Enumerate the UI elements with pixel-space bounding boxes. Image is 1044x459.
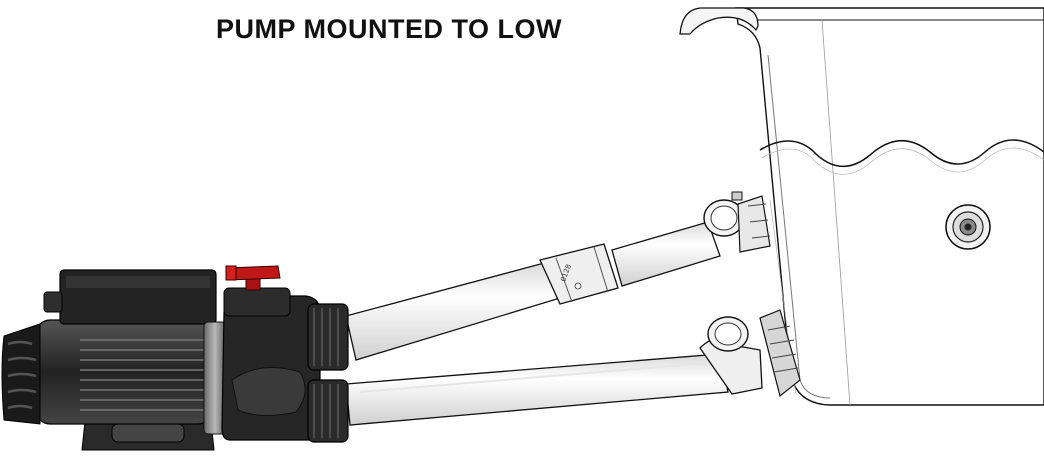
valve-knob	[225, 265, 281, 291]
pump	[1, 265, 349, 451]
motor-fins	[80, 339, 206, 411]
pipe-coupling	[539, 243, 619, 305]
conduit-fitting	[43, 291, 63, 313]
suction-pipe: 0128	[345, 191, 771, 361]
return-pipe	[345, 309, 801, 426]
valve-body	[223, 287, 291, 317]
water-line	[759, 139, 1044, 168]
tub-step-line	[821, 19, 851, 406]
diagram-title: PUMP MOUNTED TO LOW	[216, 14, 562, 44]
tub-lip	[679, 7, 759, 35]
jet-fitting	[945, 204, 991, 250]
pump-motor	[35, 319, 213, 425]
